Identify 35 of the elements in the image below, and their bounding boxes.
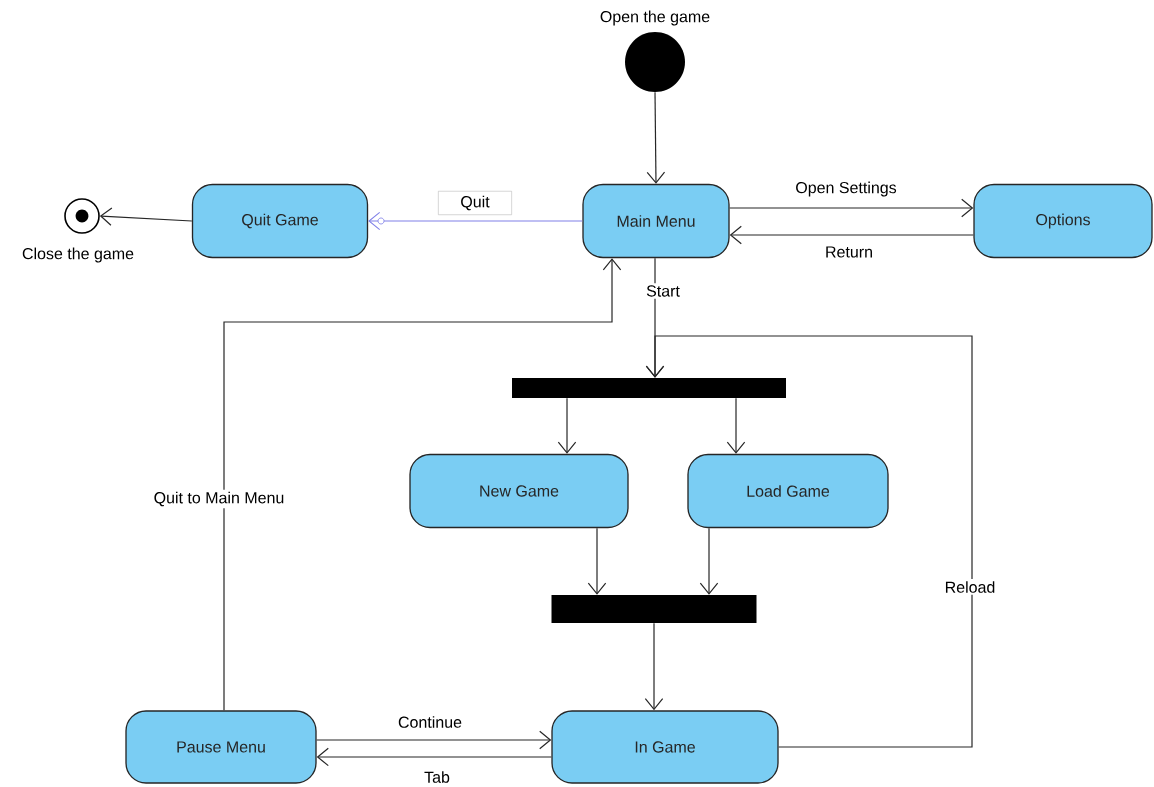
edge-label: Start [644, 283, 682, 299]
state-box: Options [973, 183, 1153, 259]
arrow [646, 91, 666, 184]
arrow [223, 258, 622, 711]
state-box: Main Menu [582, 183, 730, 259]
arrow [729, 198, 974, 218]
final-node [64, 198, 100, 234]
edge-label: Continue [396, 714, 465, 730]
node-caption: Close the game [22, 247, 134, 263]
edge-label: Quit to Main Menu [151, 489, 287, 509]
arrow [368, 211, 583, 231]
node-caption: Open the game [600, 10, 710, 26]
state-box: Load Game [687, 453, 889, 529]
edge-label: Reload [942, 579, 998, 595]
arrow [645, 335, 973, 748]
edge-label: Quit [438, 190, 512, 215]
arrow [644, 622, 664, 711]
arrow [99, 207, 193, 226]
sync-bar [512, 378, 786, 398]
arrow [587, 527, 607, 595]
arrow [699, 527, 719, 595]
state-box: In Game [551, 710, 779, 784]
edge-label: Open Settings [793, 179, 899, 199]
edge-label: Return [823, 244, 875, 260]
arrow [557, 397, 577, 454]
state-box: Quit Game [191, 183, 369, 259]
sync-bar [551, 595, 757, 623]
arrow [729, 225, 974, 245]
arrow [316, 730, 552, 750]
arrow [316, 747, 552, 767]
arrow [726, 397, 746, 454]
initial-node [625, 32, 685, 92]
edge-label: Tab [422, 769, 452, 785]
state-box: New Game [409, 453, 629, 529]
state-box: Pause Menu [125, 710, 317, 784]
